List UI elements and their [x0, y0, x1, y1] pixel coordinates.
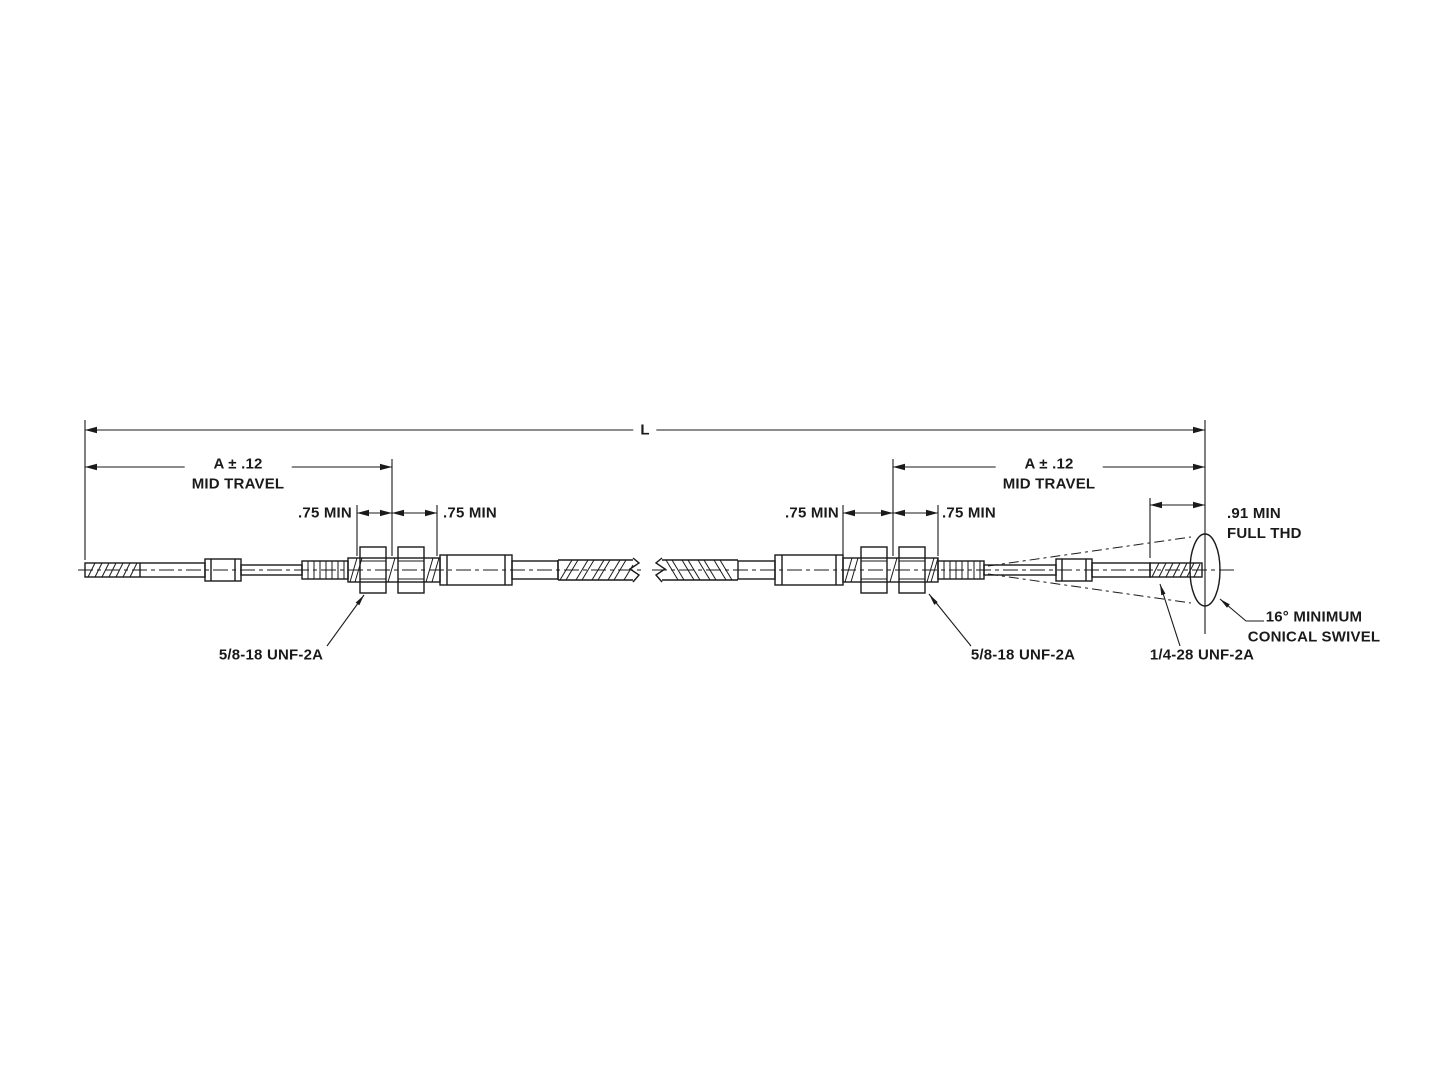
mid-travel-left-value: A ± .12: [213, 455, 263, 473]
min-75-left-outer-label: .75 MIN: [298, 504, 352, 522]
cable-end-left: [84, 546, 641, 594]
cable-end-right: [654, 533, 1221, 607]
min-75-right-outer-label: .75 MIN: [785, 504, 839, 522]
thread-callout-right: 5/8-18 UNF-2A: [970, 646, 1076, 664]
mid-travel-right-label: A ± .12 MID TRAVEL: [995, 453, 1103, 495]
conical-swivel-label: 16° MINIMUM CONICAL SWIVEL: [1248, 608, 1381, 647]
leader-lines: [326, 583, 1264, 647]
conical-swivel-outline: [1189, 533, 1221, 607]
full-thread-value: .91 MIN: [1227, 505, 1281, 522]
conical-swivel-line2: CONICAL SWIVEL: [1247, 628, 1381, 645]
full-thread-caption: FULL THD: [1227, 524, 1302, 542]
mid-travel-right-value: A ± .12: [1024, 455, 1074, 473]
thread-callout-left: 5/8-18 UNF-2A: [218, 646, 324, 664]
swivel-cone-lines: [987, 536, 1192, 604]
mid-travel-right-caption: MID TRAVEL: [1002, 475, 1096, 492]
min-75-right-inner-label: .75 MIN: [942, 504, 996, 522]
mid-travel-left-caption: MID TRAVEL: [191, 475, 285, 492]
min-75-left-inner-label: .75 MIN: [443, 504, 497, 522]
extension-lines: [84, 420, 1206, 634]
overall-length-label: L: [633, 419, 657, 441]
arrowheads: [85, 426, 1230, 608]
mid-travel-left-label: A ± .12 MID TRAVEL: [184, 453, 292, 495]
conical-swivel-line1: 16° MINIMUM: [1265, 608, 1363, 626]
full-thread-label: .91 MIN FULL THD: [1227, 504, 1302, 543]
thread-callout-rod-end: 1/4-28 UNF-2A: [1149, 646, 1255, 664]
